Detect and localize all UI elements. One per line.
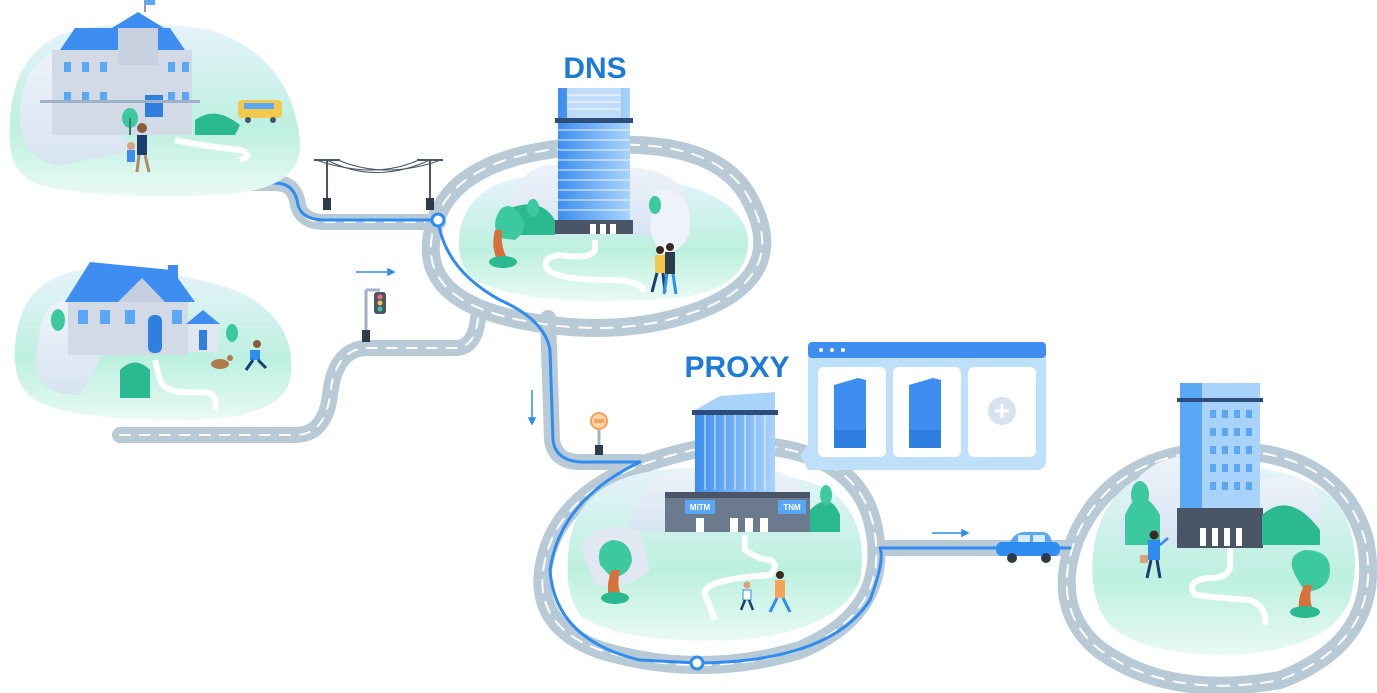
businessman: [1140, 530, 1169, 579]
dns-island: [459, 88, 748, 301]
plus-icon[interactable]: [988, 397, 1016, 425]
stop-sign-icon: [590, 412, 608, 455]
power-line-poles: [314, 159, 443, 210]
child-and-dog: [211, 340, 268, 371]
dns-label: DNS: [563, 52, 626, 85]
window-dots-icon: [819, 348, 845, 352]
house-island: [14, 262, 292, 420]
walking-couple: [650, 243, 678, 295]
tnm-label: TNM: [783, 503, 801, 512]
school-island: [9, 0, 301, 197]
office-island: [1092, 383, 1355, 655]
route-proxy-node: [689, 655, 705, 671]
parent-and-child-walking: [739, 571, 792, 613]
dns-tree: [489, 206, 524, 268]
office-tree: [1290, 550, 1330, 618]
route-dns-node: [430, 212, 446, 228]
tnm-sign: [778, 500, 806, 514]
proxy-server-window: [800, 342, 1046, 470]
traffic-light-icon: [362, 288, 386, 342]
parent-and-child: [127, 123, 151, 173]
proxy-label: PROXY: [684, 351, 789, 384]
car: [996, 532, 1060, 563]
proxy-tree: [598, 540, 632, 604]
proxy-island: MITM TNM: [567, 392, 862, 641]
request-route: [223, 181, 1072, 665]
mitm-sign: [685, 500, 715, 514]
mitm-label: MITM: [690, 503, 711, 512]
direction-arrows: [356, 267, 970, 538]
